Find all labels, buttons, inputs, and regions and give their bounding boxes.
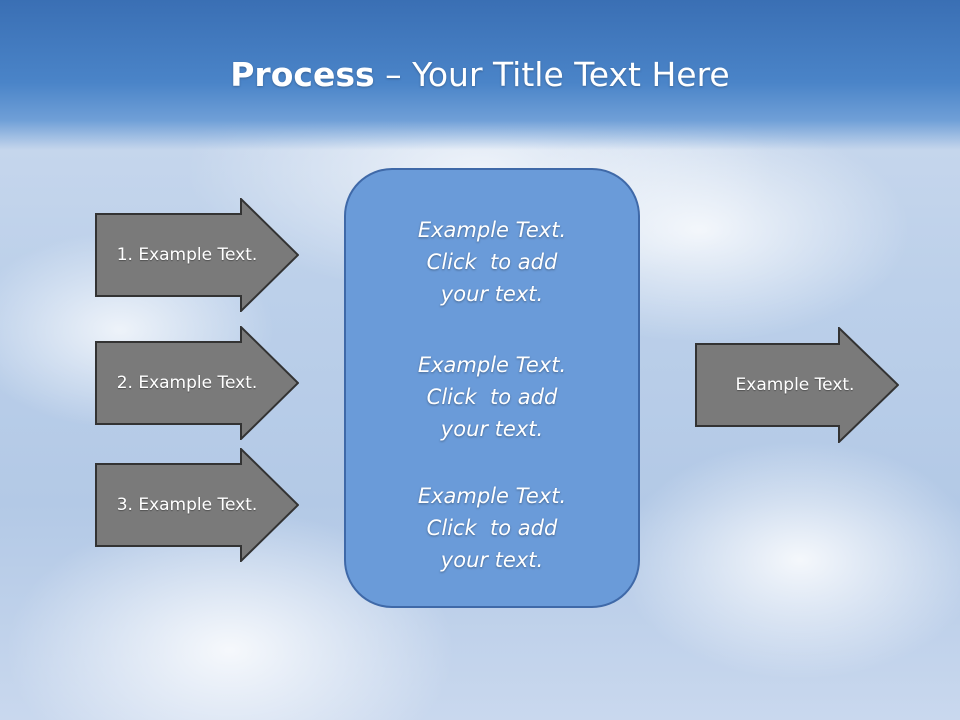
box-paragraph-1: Example Text. Click to add your text. — [346, 214, 638, 310]
box-line: Example Text. — [417, 484, 567, 508]
center-text-box[interactable]: Example Text. Click to add your text. Ex… — [344, 168, 640, 608]
left-arrow-2[interactable]: 2. Example Text. — [95, 326, 299, 440]
left-arrow-label: 1. Example Text. — [116, 245, 258, 265]
left-arrow-3[interactable]: 3. Example Text. — [95, 448, 299, 562]
arrow-shape — [95, 198, 299, 312]
title-rest: – Your Title Text Here — [374, 55, 730, 94]
arrow-shape — [95, 326, 299, 440]
box-paragraph-3: Example Text. Click to add your text. — [346, 480, 638, 576]
left-arrow-label: 2. Example Text. — [116, 373, 258, 393]
arrow-shape — [95, 448, 299, 562]
left-arrow-1[interactable]: 1. Example Text. — [95, 198, 299, 312]
title-bold: Process — [230, 55, 375, 94]
box-line: Click to add — [426, 385, 558, 409]
box-line: your text. — [440, 282, 544, 306]
slide-title[interactable]: Process – Your Title Text Here — [0, 52, 960, 98]
left-arrow-label: 3. Example Text. — [116, 495, 258, 515]
box-line: Click to add — [426, 250, 558, 274]
box-paragraph-2: Example Text. Click to add your text. — [346, 349, 638, 445]
right-arrow-label: Example Text. — [735, 375, 855, 395]
box-line: your text. — [440, 417, 544, 441]
box-line: Click to add — [426, 516, 558, 540]
box-line: your text. — [440, 548, 544, 572]
box-line: Example Text. — [417, 353, 567, 377]
arrow-shape — [695, 327, 899, 443]
title-band — [0, 0, 960, 150]
right-arrow[interactable]: Example Text. — [695, 327, 899, 443]
box-line: Example Text. — [417, 218, 567, 242]
